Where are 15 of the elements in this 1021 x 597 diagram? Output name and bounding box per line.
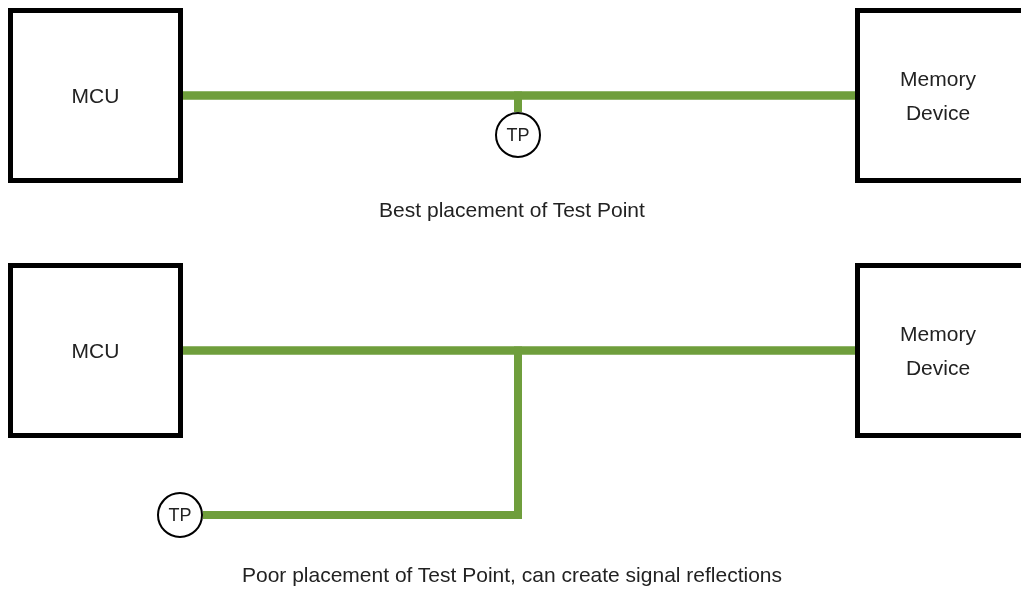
test-point-circle [157,492,203,538]
node-label: MCU [71,337,120,364]
caption: Poor placement of Test Point, can create signal reflections [241,563,783,587]
caption: Best placement of Test Point [379,198,645,222]
chip-box [855,8,1021,183]
test-point-circle [495,112,541,158]
node-label: Memory Device [899,65,977,126]
node-label: TP [506,126,530,144]
signal-trace [514,91,855,112]
chip-box [8,8,183,183]
node-label: TP [168,506,192,524]
chip-box [855,263,1021,438]
node-label: MCU [71,82,120,109]
chip-box [8,263,183,438]
node-label: Memory Device [899,320,977,381]
